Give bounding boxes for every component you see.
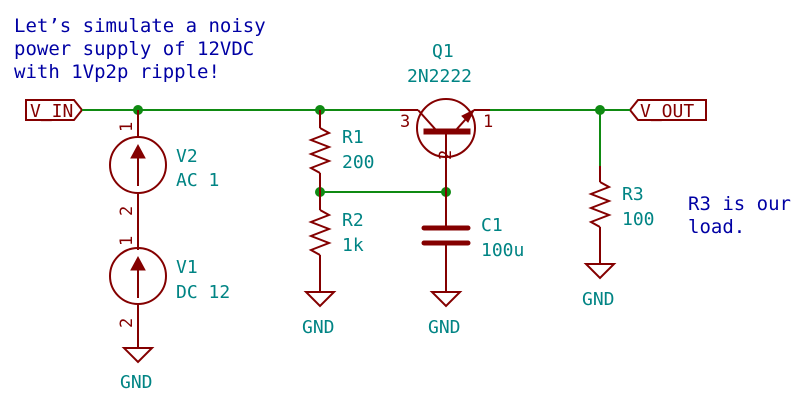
- label-v-in[interactable]: V_IN: [25, 99, 84, 122]
- note-load-line-2: load.: [688, 216, 745, 238]
- ground-3-label: GND: [428, 317, 461, 338]
- c1-ref: C1: [481, 215, 503, 236]
- resistor-r1[interactable]: R1 200: [308, 110, 375, 192]
- r1-ref: R1: [342, 127, 364, 148]
- v2-pin-top: 1: [117, 122, 137, 132]
- q1-base-bar: [423, 128, 471, 135]
- r3-zigzag: [588, 181, 612, 228]
- ground-4-label: GND: [582, 289, 615, 310]
- c1-value: 100u: [481, 240, 524, 261]
- q1-emitter-arrow-icon: [461, 108, 476, 123]
- ground-2-label: GND: [302, 317, 335, 338]
- capacitor-c1[interactable]: C1 100u: [421, 192, 524, 292]
- r2-value: 1k: [342, 235, 364, 256]
- v1-arrow-head-icon: [130, 255, 146, 271]
- v1-value: DC 12: [176, 282, 230, 303]
- note-intro-line-3: with 1Vp2p ripple!: [14, 61, 220, 83]
- ground-1-symbol-icon: [121, 347, 155, 364]
- source-v2[interactable]: 1 2 V2 AC 1: [109, 110, 219, 220]
- wires: [82, 109, 630, 193]
- q1-value: 2N2222: [407, 66, 472, 87]
- ground-2: GND: [302, 291, 337, 338]
- v2-ref: V2: [176, 146, 198, 167]
- ground-1-label: GND: [120, 372, 153, 393]
- junction-vout: [595, 105, 605, 115]
- v2-arrow-head-icon: [130, 143, 146, 159]
- r3-ref: R3: [622, 184, 644, 205]
- r2-zigzag: [308, 209, 332, 256]
- note-intro-line-1: Let’s simulate a noisy: [14, 15, 266, 37]
- v-out-label-shape: [628, 99, 707, 121]
- q1-pin-emitter: 1: [483, 112, 493, 132]
- v1-pin-bottom: 2: [117, 318, 137, 328]
- v1-ref: V1: [176, 257, 198, 278]
- ground-3: GND: [428, 291, 463, 338]
- resistor-r3[interactable]: R3 100: [588, 166, 655, 264]
- q1-pin-base: 2: [436, 150, 456, 160]
- source-v1[interactable]: 1 2 V1 DC 12: [109, 220, 230, 348]
- ground-3-symbol-icon: [429, 291, 463, 308]
- transistor-q1[interactable]: Q1 2N2222 3 1 2: [400, 41, 493, 192]
- ground-2-symbol-icon: [303, 291, 337, 308]
- q1-ref: Q1: [432, 41, 454, 62]
- ground-4: GND: [582, 263, 617, 310]
- ground-4-symbol-icon: [583, 263, 617, 280]
- r3-value: 100: [622, 209, 655, 230]
- v2-value: AC 1: [176, 170, 219, 191]
- q1-collector-line: [417, 109, 437, 131]
- v-in-label-shape: [25, 99, 84, 121]
- v1-pin-top: 1: [117, 236, 137, 246]
- note-load-line-1: R3 is our: [688, 193, 791, 215]
- label-v-out[interactable]: V_OUT: [628, 99, 707, 122]
- ground-1: GND: [120, 347, 155, 393]
- r2-ref: R2: [342, 210, 364, 231]
- q1-pin-collector: 3: [400, 112, 410, 132]
- v-out-label-text: V_OUT: [640, 101, 694, 122]
- v2-pin-bottom: 2: [117, 206, 137, 216]
- v-in-label-text: V_IN: [30, 101, 73, 122]
- resistor-r2[interactable]: R2 1k: [308, 192, 364, 292]
- r1-zigzag: [308, 127, 332, 174]
- note-intro-line-2: power supply of 12VDC: [14, 38, 254, 60]
- r1-value: 200: [342, 152, 375, 173]
